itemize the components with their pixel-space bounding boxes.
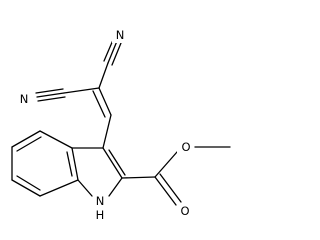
bond-c1-c2-double — [92, 90, 106, 118]
triple-bond-top-3 — [111, 42, 122, 66]
triple-bond-left-2 — [35, 88, 64, 94]
label-bg-n-left — [17, 91, 31, 107]
bond-c2-ester-c — [121, 176, 156, 179]
bond-c6-c7 — [11, 179, 41, 197]
bond-c4-c5 — [11, 130, 41, 148]
bond-vinyl-c3 — [102, 114, 112, 149]
bond-n1-c7a — [77, 179, 93, 197]
indole-nitrogen: N — [96, 194, 105, 208]
bond-c3-c2-double — [108, 149, 126, 176]
triple-bond-left-3 — [37, 96, 66, 102]
bond-c3a-c7a-inner — [66, 151, 73, 177]
bond-c1-cn-left — [63, 87, 100, 94]
triple-bond-top-1 — [107, 40, 118, 64]
label-bg-o-carbonyl — [177, 203, 193, 219]
bond-c7-c7a — [39, 179, 79, 197]
bond-c1-cn-top — [98, 62, 109, 89]
bond-c3-c2 — [102, 147, 123, 179]
bond-c6-c7-double — [16, 175, 41, 191]
ester-carbonyl-oxygen: O — [180, 204, 189, 218]
bond-c4-c5-double — [16, 136, 42, 152]
label-bg-n-top — [112, 27, 126, 43]
ester-ether-oxygen: O — [181, 140, 190, 154]
nitrile-nitrogen-top: N — [116, 28, 125, 42]
bonds — [11, 39, 231, 206]
nitrile-nitrogen-left: N — [20, 92, 29, 106]
bond-ester-c-o-carbonyl-double — [159, 173, 182, 203]
triple-bond-left-1 — [36, 92, 65, 98]
bond-c7a-c3a — [71, 147, 79, 181]
indole-nh-hydrogen: H — [96, 208, 105, 222]
atom-labels: N N O O N H — [17, 27, 193, 222]
label-bg-o-ether — [177, 139, 193, 155]
bond-c3a-c4 — [39, 130, 73, 149]
chemical-structure-diagram: N N O O N H — [11, 27, 231, 222]
triple-bond-top-2 — [103, 39, 114, 62]
bond-c2-n1 — [108, 177, 123, 197]
bond-ester-c-o-ether — [154, 151, 178, 178]
bond-ester-c-o-carbonyl — [154, 176, 177, 206]
bond-c1-c2 — [98, 87, 112, 116]
